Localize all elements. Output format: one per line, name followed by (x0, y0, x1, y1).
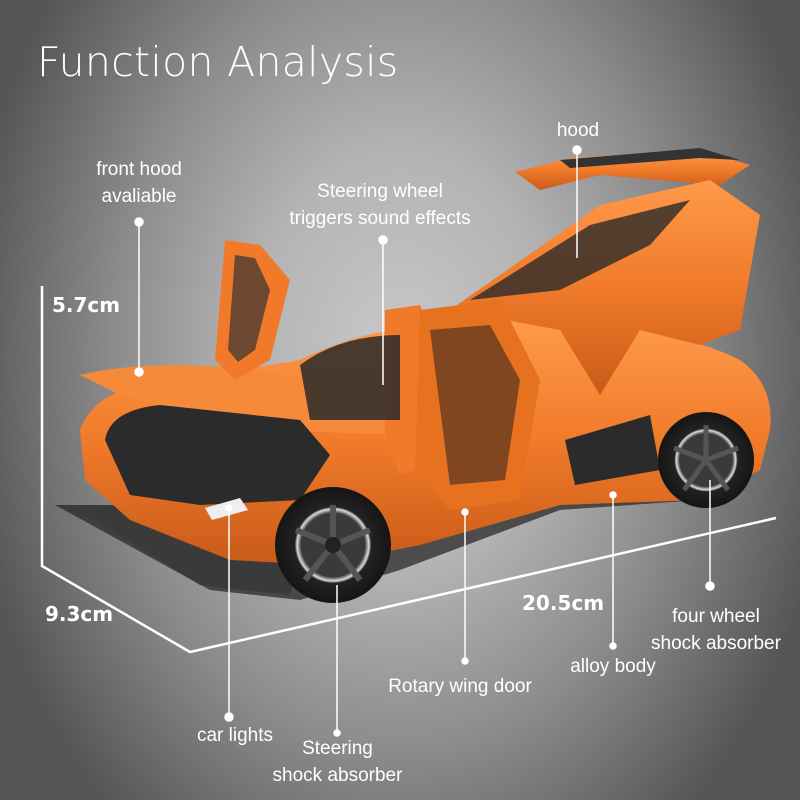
callout-lines (134, 145, 715, 737)
cockpit (300, 335, 400, 420)
callout-text: avaliable (101, 186, 177, 207)
callout-text: Steering (302, 738, 373, 759)
callout-text: alloy body (570, 656, 656, 677)
callout-rotary-door: Rotary wing door (370, 673, 550, 700)
front-trunk (105, 405, 330, 505)
callout-text: shock absorber (272, 765, 403, 786)
callout-text: hood (556, 120, 600, 141)
rear-hood (450, 180, 760, 395)
callout-front-hood: front hood avaliable (74, 156, 204, 210)
callout-text: car lights (196, 725, 274, 746)
callout-text: Steering wheel (317, 181, 443, 202)
callout-car-lights: car lights (180, 722, 290, 749)
callout-text: shock absorber (651, 633, 781, 654)
spoiler-carbon (560, 148, 740, 168)
callout-text: triggers sound effects (289, 208, 471, 229)
side-vent (565, 415, 660, 485)
callout-four-wheel: four wheel shock absorber (636, 603, 796, 657)
rear-rim-spokes (673, 425, 739, 492)
dimension-width: 9.3cm (45, 602, 114, 626)
callout-text: front hood (96, 159, 182, 180)
dimension-height: 5.7cm (52, 293, 121, 317)
callout-hood: hood (540, 117, 616, 144)
rear-hood-vent (470, 200, 690, 300)
page-title: Function Analysis (37, 38, 399, 86)
callout-text: four wheel (672, 606, 760, 627)
dimension-length: 20.5cm (522, 591, 605, 615)
dimension-lines (40, 286, 777, 654)
front-splitter (55, 505, 300, 595)
callout-alloy-body: alloy body (558, 653, 668, 680)
callout-steering-shock: Steering shock absorber (255, 735, 420, 789)
callout-text: Rotary wing door (388, 676, 532, 697)
callout-steering-wheel: Steering wheel triggers sound effects (270, 178, 490, 232)
